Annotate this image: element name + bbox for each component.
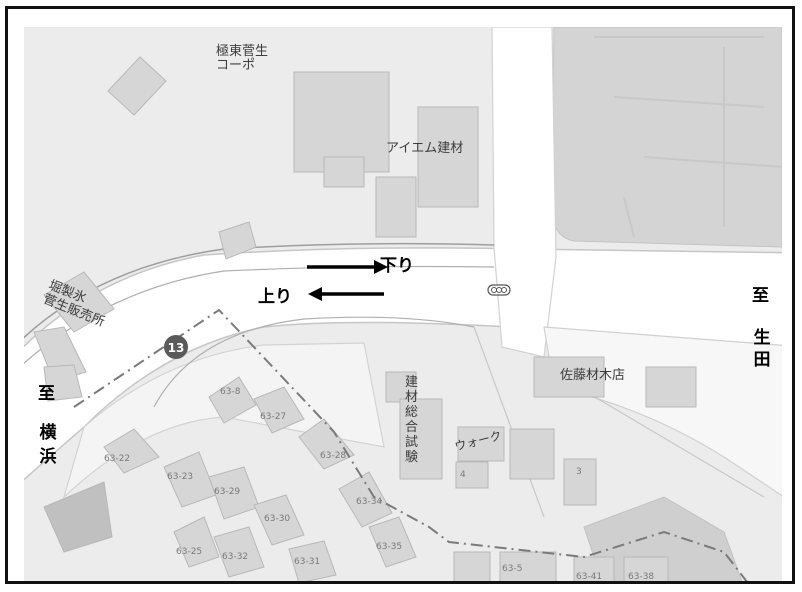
lot-number: 3	[576, 467, 582, 477]
buildings	[33, 56, 697, 581]
label-to-yokohama: 横浜	[39, 423, 57, 467]
lot-number: 4	[460, 470, 466, 480]
label-sato-zaimokuten: 佐藤材木店	[560, 368, 626, 383]
route-13-badge	[164, 335, 188, 359]
side-road-north	[491, 27, 557, 358]
label-up-direction: 上り	[258, 287, 292, 307]
lot-number: 63-41	[576, 572, 603, 582]
lot-number: 63-29	[214, 487, 241, 497]
lot-number: 63-5	[502, 564, 523, 574]
label-to-yokohama-marker: 至	[38, 384, 55, 404]
label-down-direction: 下り	[380, 256, 414, 276]
lot-number: 63-35	[376, 542, 403, 552]
lot-number: 63-22	[104, 454, 131, 464]
map-canvas[interactable]: 13 極東菅生 コーポ アイエム建材 堀製氷 菅生販売所 佐藤材木店 建材総合試…	[24, 27, 782, 582]
lot-number: 63-34	[356, 497, 383, 507]
map-frame: 13 極東菅生 コーポ アイエム建材 堀製氷 菅生販売所 佐藤材木店 建材総合試…	[5, 6, 795, 584]
lot-number: 63-28	[320, 451, 347, 461]
lot-number: 63-23	[167, 472, 194, 482]
lot-number: 63-32	[222, 552, 249, 562]
lot-number: 63-31	[294, 557, 321, 567]
lot-number: 63-30	[264, 514, 291, 524]
label-aiem-kenzai: アイエム建材	[386, 141, 464, 156]
map-graphics: 13	[24, 27, 782, 581]
route-13-number: 13	[168, 341, 185, 355]
large-lot	[551, 27, 782, 248]
label-to-ikuta-marker: 至	[752, 286, 769, 306]
district-boundary	[73, 308, 748, 581]
lot-number: 63-8	[220, 387, 241, 397]
lot-number: 63-38	[628, 572, 655, 582]
lot-number: 63-27	[260, 412, 287, 422]
main-road	[24, 247, 782, 481]
label-kenzai-sogo-shiken: 建材総合試験	[405, 375, 419, 465]
side-road-south	[62, 342, 385, 499]
label-kyokuto-sugo-corpo: 極東菅生 コーポ	[216, 44, 269, 73]
lot-number: 63-25	[176, 547, 203, 557]
label-to-ikuta: 生田	[753, 328, 771, 370]
